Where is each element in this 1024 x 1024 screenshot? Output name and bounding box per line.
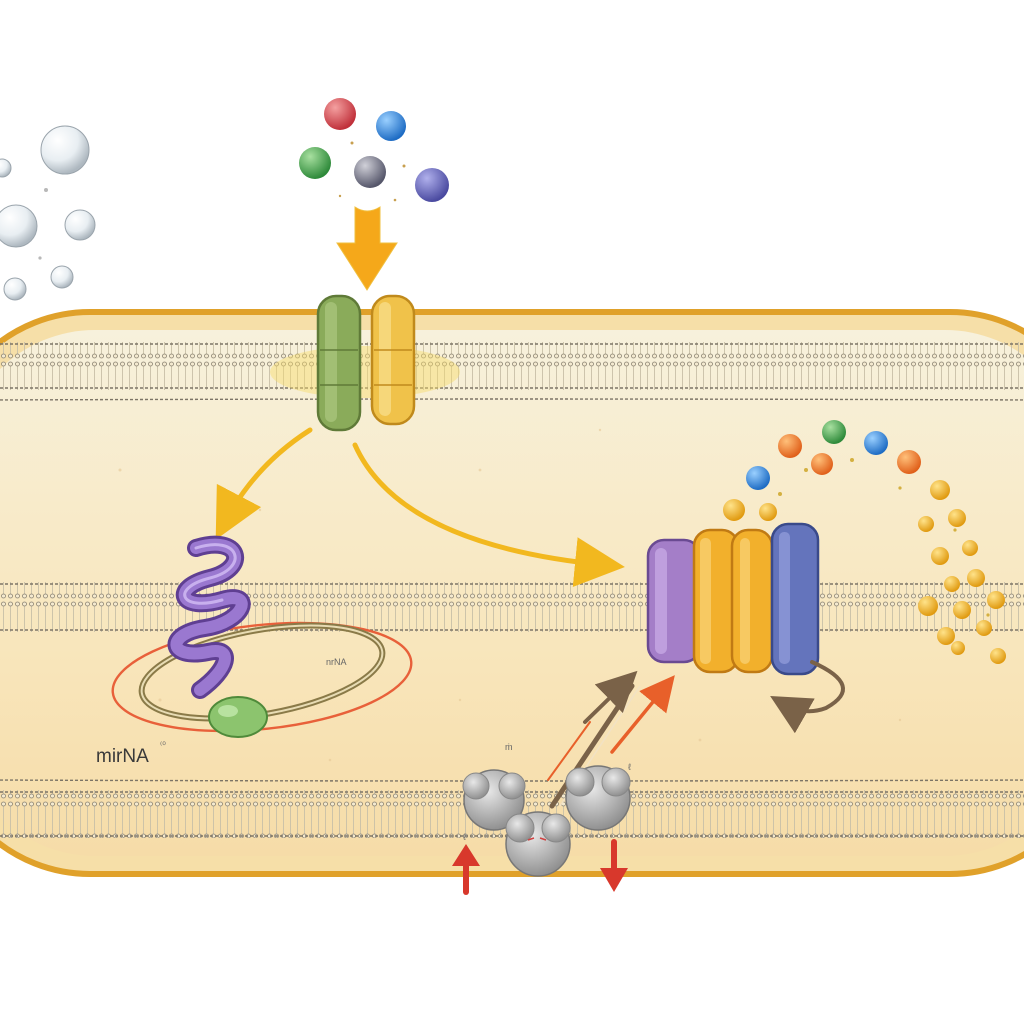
bottom-note-left-label: ℓ	[463, 832, 467, 842]
channel-note-right-label: ℓ	[628, 762, 632, 772]
ligand-violet	[415, 168, 449, 202]
ribosome-cluster-icon	[462, 765, 631, 877]
signal-arrow-icon	[336, 206, 398, 291]
ribosome-left	[462, 769, 526, 831]
ligand-green	[299, 147, 331, 179]
mrna-mark-label: ⁽⁰	[160, 740, 166, 750]
arrow-to-mrna	[215, 427, 313, 540]
inner-membrane-outline	[0, 398, 1024, 401]
receptor-icon	[270, 294, 460, 432]
mrna-label: mirNA	[96, 746, 149, 767]
green-bead	[208, 696, 268, 738]
channel-note-label: ṁ	[505, 742, 513, 752]
ligand-gray	[354, 156, 386, 188]
membrane-pump-icon	[646, 522, 845, 734]
mrna-helix-icon: nrNA	[111, 535, 413, 738]
ligand-red	[324, 98, 356, 130]
ring-note-label: nrNA	[326, 657, 347, 667]
orange-ring	[111, 621, 413, 733]
ribosome-bottom	[505, 811, 571, 877]
arrow-to-pump	[352, 442, 625, 587]
ligand-blue	[376, 111, 406, 141]
red-up-arrow-icon	[452, 844, 480, 895]
extracellular-bubbles	[0, 125, 96, 301]
outer-membrane-top	[0, 342, 1024, 390]
red-down-arrow-icon	[600, 839, 628, 892]
ribosome-right	[565, 765, 631, 831]
middle-membrane	[0, 582, 1024, 632]
particle-stream	[723, 420, 1006, 664]
ligand-molecules	[299, 98, 449, 202]
